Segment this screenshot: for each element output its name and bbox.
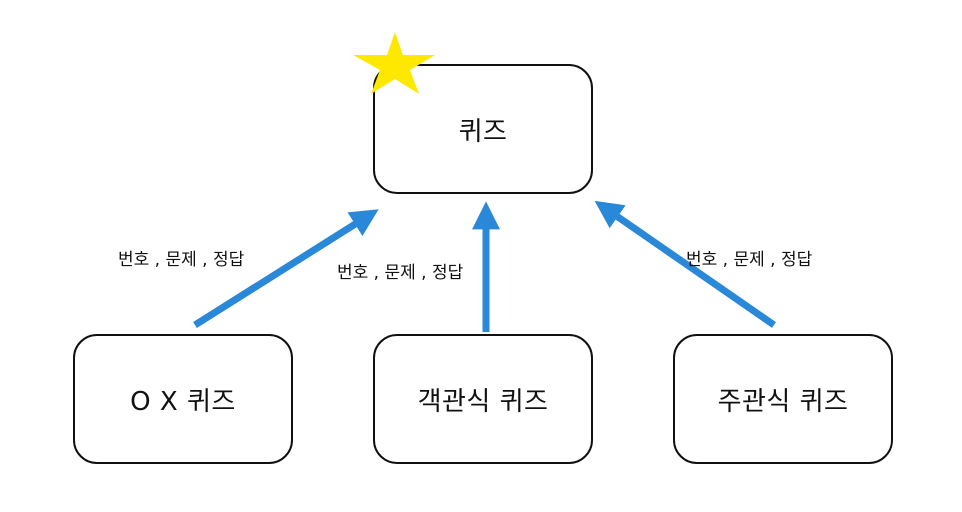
arrow-short-answer-to-quiz bbox=[594, 200, 776, 328]
ox-quiz-node: O X 퀴즈 bbox=[73, 334, 293, 464]
star-icon bbox=[353, 32, 435, 94]
ox-quiz-node-label: O X 퀴즈 bbox=[130, 386, 236, 417]
multiple-choice-quiz-node: 객관식 퀴즈 bbox=[373, 334, 593, 464]
multiple-choice-quiz-node-label: 객관식 퀴즈 bbox=[417, 386, 549, 417]
edge-label-multiple-choice: 번호 , 문제 , 정답 bbox=[337, 263, 464, 283]
short-answer-quiz-node-label: 주관식 퀴즈 bbox=[717, 386, 849, 417]
edge-label-short-answer: 번호 , 문제 , 정답 bbox=[686, 250, 813, 270]
quiz-node-label: 퀴즈 bbox=[458, 116, 508, 147]
edge-label-ox: 번호 , 문제 , 정답 bbox=[118, 250, 245, 270]
short-answer-quiz-node: 주관식 퀴즈 bbox=[673, 334, 893, 464]
arrow-ox-to-quiz bbox=[193, 209, 379, 328]
